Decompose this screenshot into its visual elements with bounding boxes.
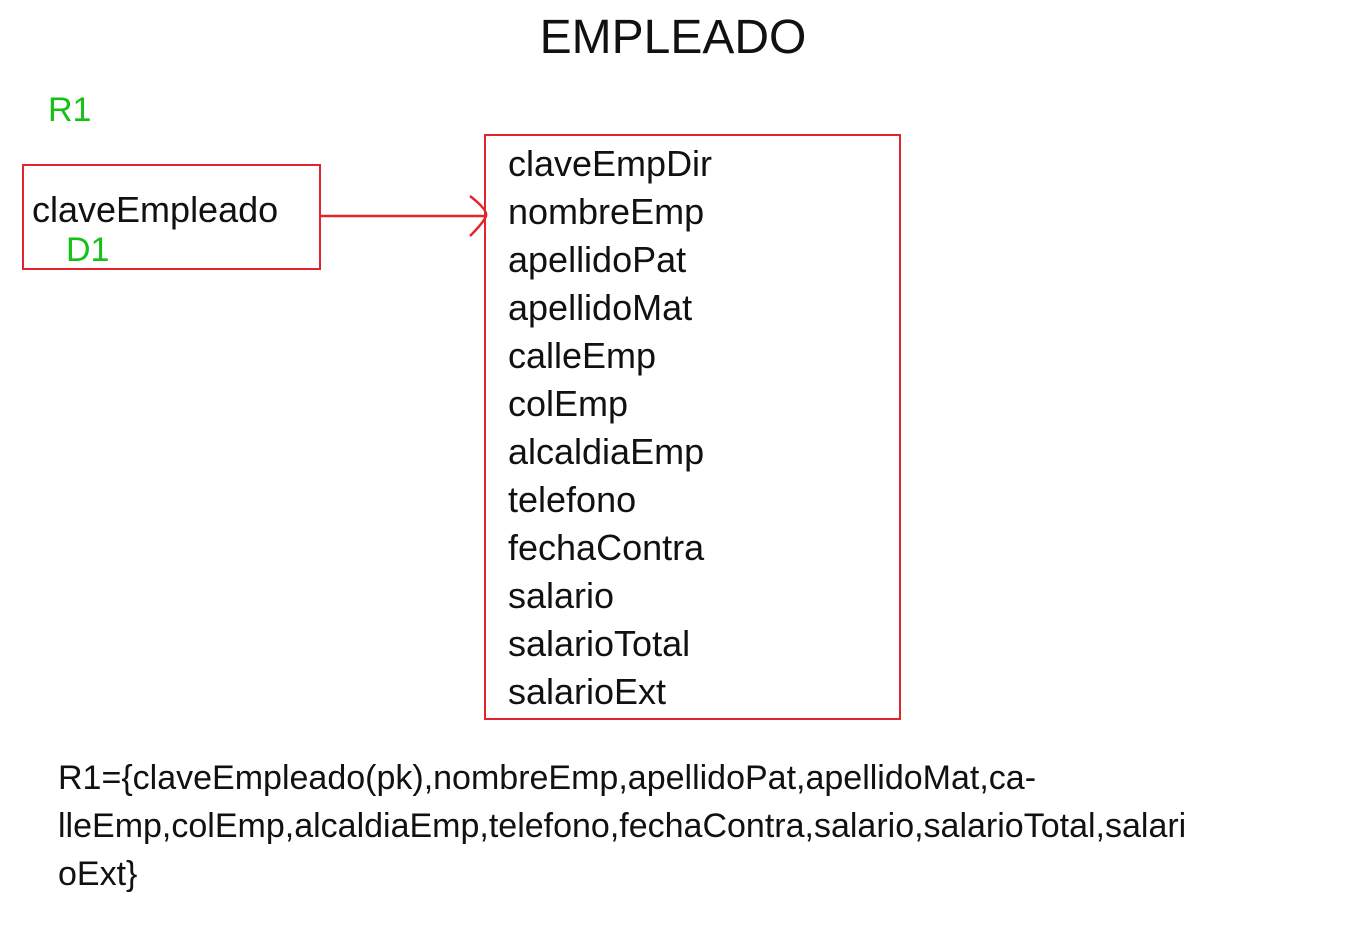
determinant-text: claveEmpleado <box>32 189 279 230</box>
dependent-attribute: nombreEmp <box>508 191 705 232</box>
dependent-attribute: apellidoMat <box>508 287 693 328</box>
arrow-head <box>469 195 488 237</box>
relation-label: R1 <box>48 91 92 129</box>
dependent-attribute: claveEmpDir <box>508 143 713 184</box>
dependent-attribute: calleEmp <box>508 335 657 376</box>
dependents-box <box>484 134 901 720</box>
relation-line: lleEmp,colEmp,alcaldiaEmp,telefono,fecha… <box>58 807 1187 845</box>
relation-definition: R1={claveEmpleado(pk),nombreEmp,apellido… <box>58 754 1298 898</box>
dependent-attribute: salarioExt <box>508 671 667 712</box>
dependent-attribute: telefono <box>508 479 637 520</box>
relation-line: R1={claveEmpleado(pk),nombreEmp,apellido… <box>58 759 1037 797</box>
dependent-attribute: apellidoPat <box>508 239 687 280</box>
dependent-attribute: colEmp <box>508 383 629 424</box>
dependent-attribute: salario <box>508 575 615 616</box>
dependents-list: claveEmpDir nombreEmp apellidoPat apelli… <box>508 140 712 716</box>
dependent-attribute: salarioTotal <box>508 623 691 664</box>
dependency-label: D1 <box>66 231 110 269</box>
diagram-title: EMPLEADO <box>539 11 807 64</box>
relation-line: oExt} <box>58 855 138 893</box>
dependent-attribute: fechaContra <box>508 527 705 568</box>
dependent-attribute: alcaldiaEmp <box>508 431 705 472</box>
dependency-arrow <box>320 195 488 237</box>
